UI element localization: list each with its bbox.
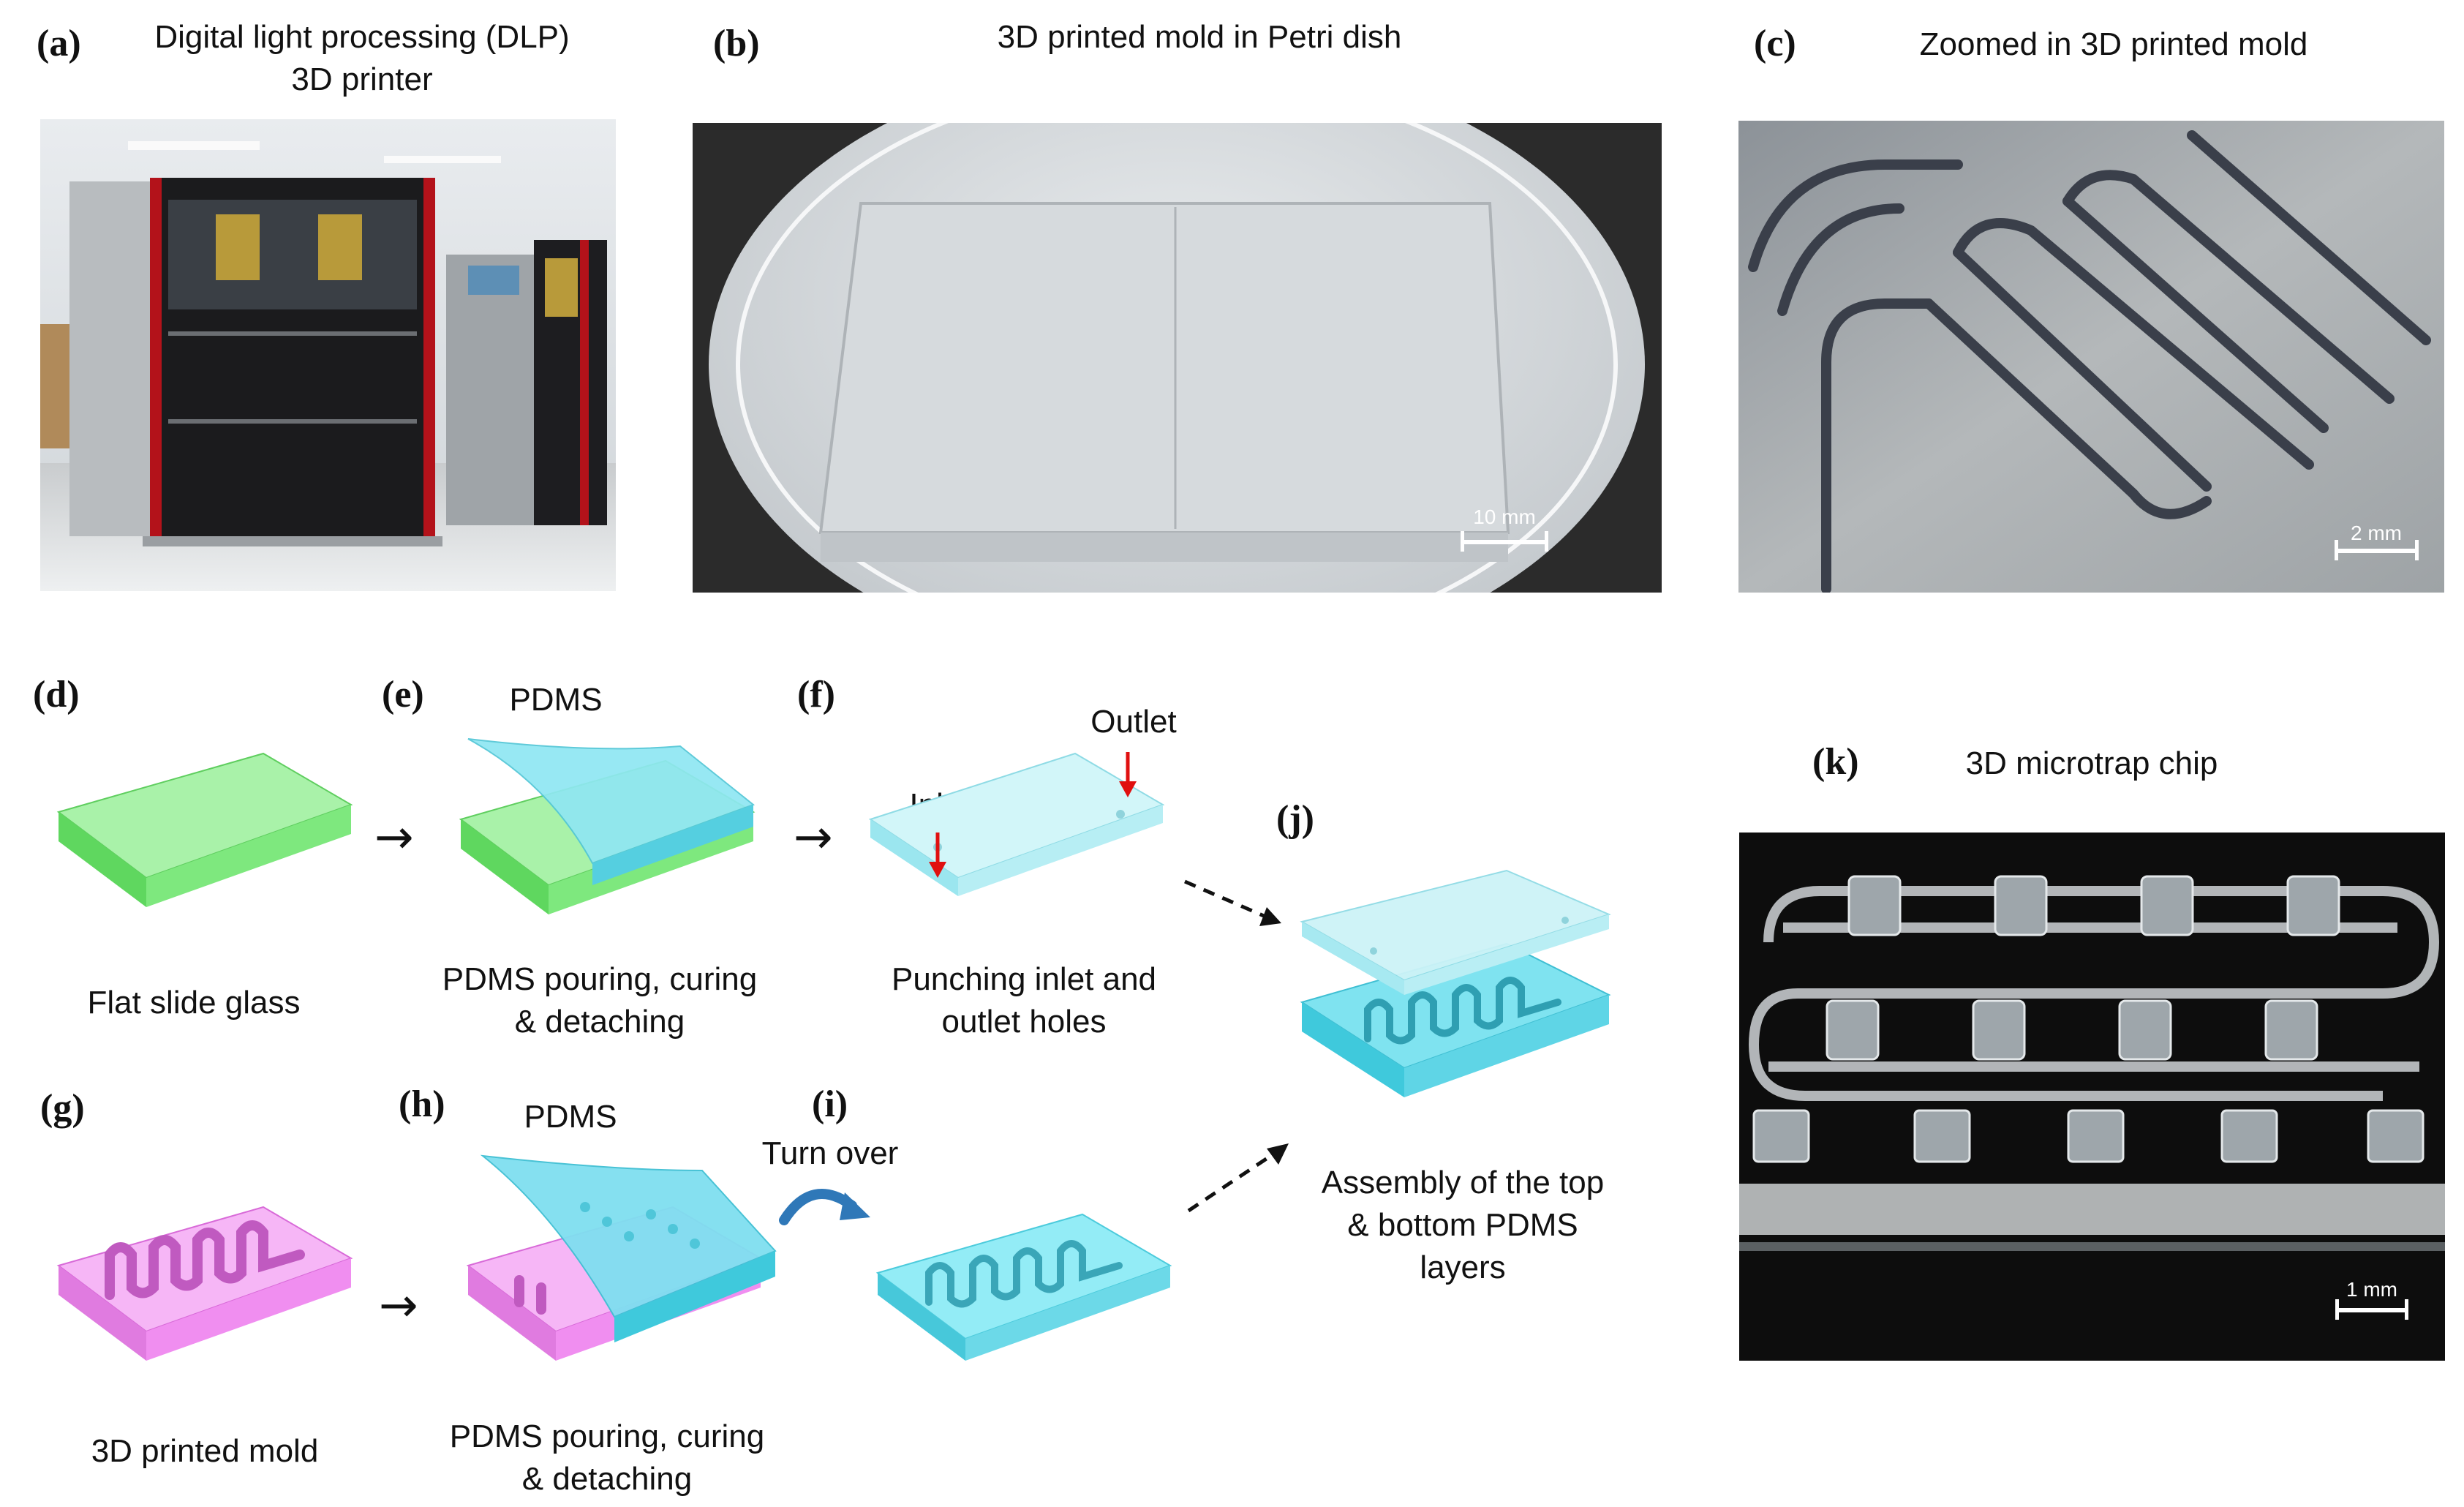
- panel-a-label: (a): [37, 23, 81, 64]
- panel-b-scale: 10 mm: [1473, 506, 1536, 528]
- panel-j-caption-line2: & bottom PDMS: [1347, 1207, 1578, 1243]
- panel-f-label: (f): [797, 674, 835, 715]
- right-arrow-icon: →: [379, 1279, 418, 1333]
- pdms-peeling-from-mold-shape: [466, 1154, 777, 1361]
- panel-h-caption: PDMS pouring, curing & detaching: [424, 1416, 790, 1500]
- panel-f-outlet-text: Outlet: [1090, 704, 1177, 740]
- panel-h-caption-line2: & detaching: [521, 1461, 693, 1497]
- panel-j-caption: Assembly of the top & bottom PDMS layers: [1280, 1162, 1646, 1289]
- microtrap-chip-photo: 1 mm: [1739, 833, 2445, 1361]
- panel-h-label: (h): [399, 1083, 445, 1125]
- panel-h-caption-line1: PDMS pouring, curing: [449, 1418, 765, 1454]
- red-down-arrow-icon: [1119, 752, 1137, 797]
- panel-e-caption: PDMS pouring, curing & detaching: [417, 958, 783, 1043]
- assembled-layers-shape: [1300, 869, 1611, 1097]
- pdms-peeling-from-glass-shape: [459, 738, 756, 914]
- panel-a-title-line2: 3D printer: [291, 61, 433, 97]
- panel-b-title: 3D printed mold in Petri dish: [997, 19, 1402, 55]
- panel-e-caption-line1: PDMS pouring, curing: [442, 961, 758, 997]
- panel-d-caption: Flat slide glass: [87, 985, 301, 1021]
- panel-f-caption-line1: Punching inlet and: [891, 961, 1157, 997]
- turn-over-arrow-icon: [779, 1189, 870, 1225]
- dashed-arrow-icon: [1184, 879, 1281, 926]
- panel-c-label: (c): [1754, 23, 1796, 64]
- panel-k-title: 3D microtrap chip: [1965, 745, 2218, 781]
- panel-k-label: (k): [1812, 741, 1859, 783]
- 3d-printed-mold-shape: [56, 1206, 353, 1361]
- panel-c-scale: 2 mm: [2351, 522, 2402, 544]
- panel-f-caption-line2: outlet holes: [941, 1004, 1107, 1040]
- red-down-arrow-icon: [929, 833, 946, 878]
- flat-slide-glass-shape: [56, 752, 353, 907]
- right-arrow-icon: →: [374, 811, 414, 865]
- panel-g-label: (g): [40, 1087, 85, 1129]
- panel-j-caption-line1: Assembly of the top: [1321, 1165, 1605, 1200]
- panel-b-label: (b): [713, 23, 760, 64]
- panel-g-caption: 3D printed mold: [91, 1433, 319, 1469]
- pdms-with-holes-shape: [868, 752, 1165, 896]
- panel-a-title-line1: Digital light processing (DLP): [154, 19, 570, 55]
- right-arrow-icon: →: [794, 811, 833, 865]
- panel-e-top-text: PDMS: [509, 682, 603, 718]
- panel-h-top-text: PDMS: [524, 1099, 617, 1135]
- panel-c-title: Zoomed in 3D printed mold: [1919, 26, 2308, 62]
- panel-i-top-text: Turn over: [761, 1135, 899, 1171]
- panel-j-label: (j): [1276, 798, 1314, 840]
- dlp-printer-photo: [40, 119, 616, 591]
- panel-e-label: (e): [382, 674, 424, 715]
- turned-over-pdms-shape: [875, 1213, 1172, 1361]
- panel-a-title: Digital light processing (DLP) 3D printe…: [110, 16, 614, 101]
- zoomed-mold-photo: 2 mm: [1738, 121, 2444, 593]
- petri-dish-photo: 10 mm: [693, 123, 1662, 593]
- panel-d-label: (d): [33, 674, 80, 715]
- panel-f-caption: Punching inlet and outlet holes: [848, 958, 1199, 1043]
- panel-e-caption-line2: & detaching: [514, 1004, 685, 1040]
- panel-j-caption-line3: layers: [1420, 1249, 1506, 1285]
- panel-i-label: (i): [812, 1083, 848, 1125]
- panel-k-scale: 1 mm: [2346, 1278, 2397, 1301]
